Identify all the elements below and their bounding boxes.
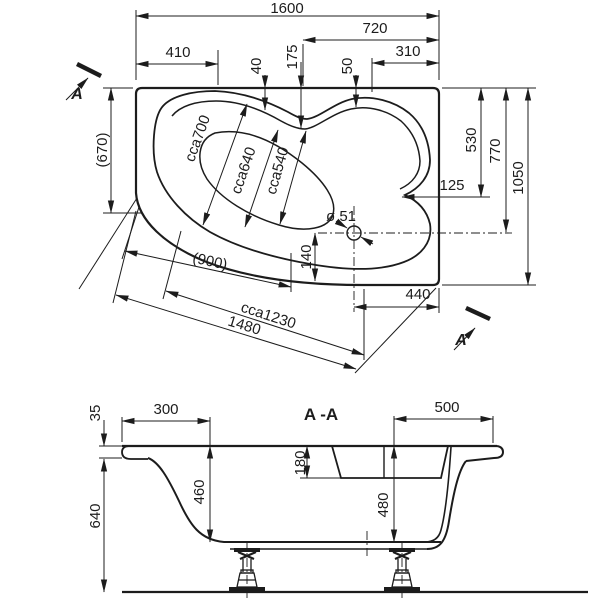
dim-corner-segment: 310 bbox=[395, 43, 420, 60]
dim-floor-length: (900) bbox=[191, 250, 229, 274]
dim-rim-thickness: 35 bbox=[87, 405, 104, 422]
dim-stand-height: 640 bbox=[87, 503, 104, 528]
dim-well-width-foot: cca540 bbox=[263, 145, 293, 196]
section-title: A -A bbox=[304, 405, 338, 424]
dim-overall-length: 1600 bbox=[270, 0, 303, 17]
dim-right-segment: 720 bbox=[362, 20, 387, 37]
section-cut-marker-bottom: A bbox=[453, 305, 491, 351]
dim-bottom-segment: 440 bbox=[405, 286, 430, 303]
section-arrow-icon bbox=[453, 327, 476, 351]
bathing-well-outline bbox=[152, 90, 432, 270]
dim-drain-offset: 140 bbox=[298, 244, 315, 269]
dim-depth-left: 460 bbox=[191, 479, 208, 504]
section-dimension-lines bbox=[99, 415, 494, 593]
dim-well-width-mid: cca640 bbox=[228, 145, 260, 196]
dim-left-segment: 410 bbox=[165, 44, 190, 61]
dim-to-waist: 530 bbox=[463, 127, 480, 152]
dim-overall-width: 1050 bbox=[510, 161, 527, 194]
dim-drain-diameter: ø 51 bbox=[326, 208, 356, 225]
dim-to-drain: 770 bbox=[487, 138, 504, 163]
well-inner-edge bbox=[171, 100, 421, 190]
foot-right bbox=[384, 541, 420, 598]
dim-rim-gap-center: 175 bbox=[284, 44, 301, 69]
dim-rim-gap-left: 40 bbox=[248, 58, 265, 75]
section-cut-marker-top: A bbox=[65, 61, 103, 103]
tub-rim-outline bbox=[134, 86, 441, 287]
foot-left bbox=[229, 541, 265, 598]
dim-ledge-left: 300 bbox=[153, 401, 178, 418]
section-view: A -A bbox=[87, 399, 588, 598]
seat-profile bbox=[331, 445, 449, 479]
dim-well-width-head: cca700 bbox=[182, 113, 215, 164]
bathtub-section-profile bbox=[121, 444, 505, 556]
section-arrow-icon bbox=[65, 77, 89, 101]
dim-rim-gap-right: 50 bbox=[339, 58, 356, 75]
section-marker-label-top: A bbox=[70, 86, 83, 103]
dim-depth-right: 480 bbox=[375, 492, 392, 517]
dim-seat-height: 180 bbox=[292, 450, 309, 475]
plan-view: 1600 410 720 310 40 175 50 (670) 530 770… bbox=[65, 0, 536, 374]
dim-side-edge: (670) bbox=[94, 132, 111, 167]
section-marker-label-bottom: A bbox=[454, 332, 467, 349]
dim-waist-inset: 125 bbox=[439, 177, 464, 194]
plan-dimension-lines bbox=[107, 12, 532, 370]
dim-ledge-right: 500 bbox=[434, 399, 459, 416]
